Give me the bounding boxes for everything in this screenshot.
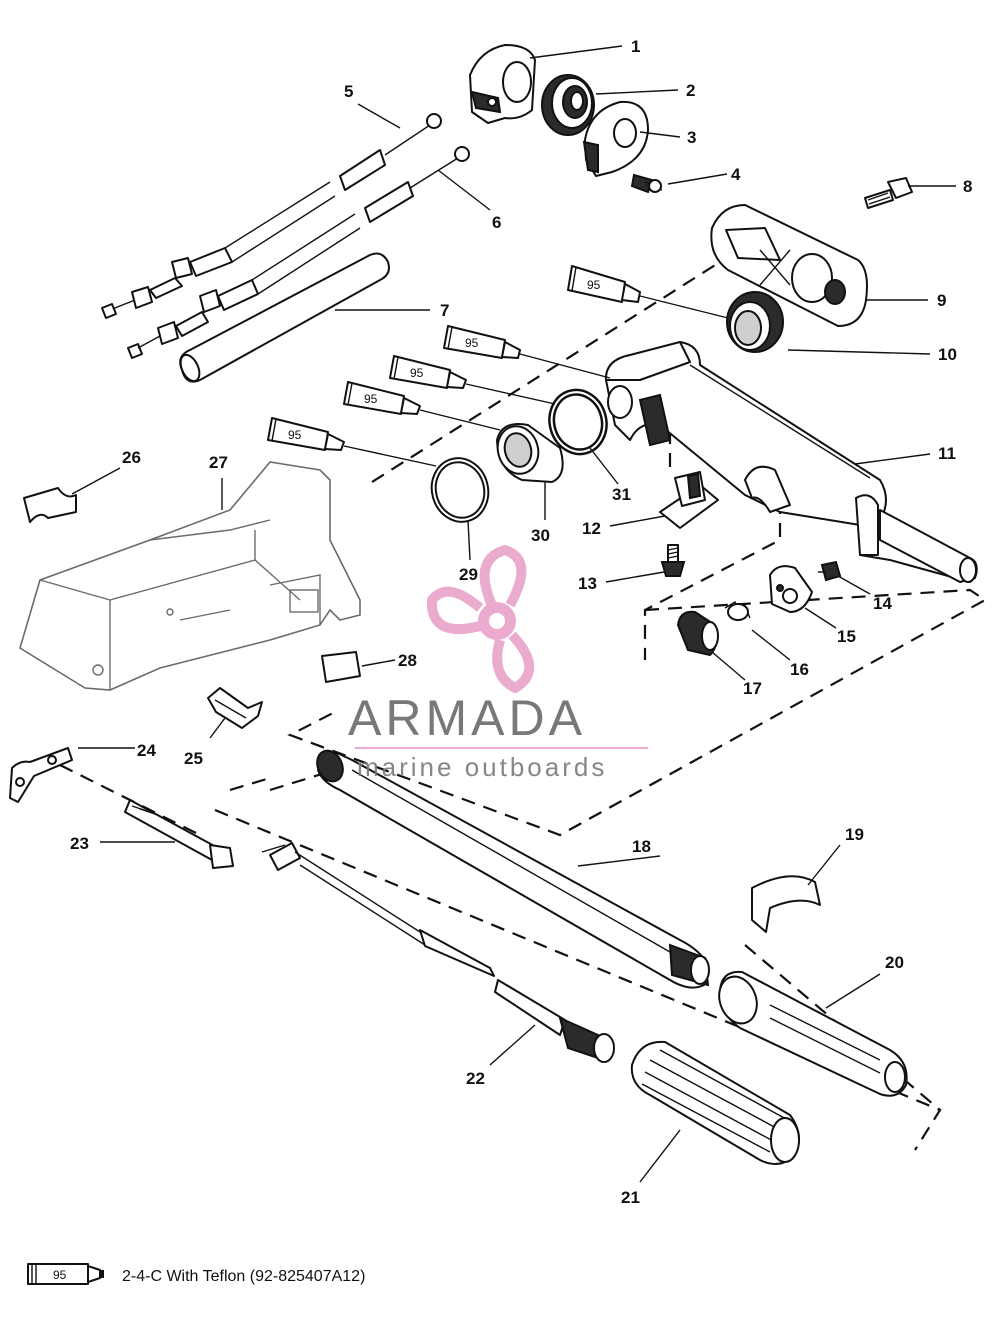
callout-5: 5 bbox=[344, 82, 353, 101]
callout-27: 27 bbox=[209, 453, 228, 472]
part-22-wire-harness bbox=[261, 842, 615, 1063]
callout-19: 19 bbox=[845, 825, 864, 844]
watermark-tagline: marine outboards bbox=[357, 752, 607, 782]
callout-14: 14 bbox=[873, 594, 892, 613]
part-26-pad bbox=[23, 487, 77, 523]
callout-2: 2 bbox=[686, 81, 695, 100]
part-18-shaft bbox=[316, 749, 710, 989]
part-23-long-bolt bbox=[124, 799, 234, 869]
part-30-bushing bbox=[496, 423, 564, 483]
callout-24: 24 bbox=[137, 741, 156, 760]
lubricant-tube-2: 95 bbox=[443, 325, 611, 379]
part-15-clip bbox=[769, 565, 813, 613]
callout-11: 11 bbox=[938, 444, 956, 463]
armada-watermark: ARMADA marine outboards bbox=[348, 545, 648, 782]
callout-1: 1 bbox=[631, 37, 640, 56]
callout-31: 31 bbox=[612, 485, 631, 504]
legend-tube-label: 95 bbox=[53, 1268, 67, 1282]
part-1-cable-clamp bbox=[469, 44, 536, 124]
callout-6: 6 bbox=[492, 213, 501, 232]
callout-20: 20 bbox=[885, 953, 904, 972]
callout-29: 29 bbox=[459, 565, 478, 584]
callout-3: 3 bbox=[687, 128, 696, 147]
lubricant-tube-5: 95 bbox=[267, 417, 437, 467]
legend: 95 2-4-C With Teflon (92-825407A12) bbox=[27, 1263, 365, 1285]
part-29-seal-ring bbox=[430, 457, 490, 523]
callout-12: 12 bbox=[582, 519, 601, 538]
part-27-tiller-housing bbox=[19, 461, 361, 691]
lubricant-tube-label: 95 bbox=[364, 392, 378, 406]
part-11-tiller-bracket bbox=[604, 341, 978, 583]
part-10-bushing bbox=[726, 291, 784, 353]
callout-22: 22 bbox=[466, 1069, 485, 1088]
part-28-rubber-pad bbox=[321, 651, 361, 683]
callout-numbers: 1 2 3 4 5 6 7 8 9 10 11 12 13 14 15 16 1… bbox=[70, 37, 972, 1207]
part-16-spring bbox=[724, 600, 751, 621]
part-31-washer bbox=[548, 388, 608, 456]
part-3-retainer-plate bbox=[582, 100, 649, 177]
callout-16: 16 bbox=[790, 660, 809, 679]
part-20-throttle-grip bbox=[718, 970, 908, 1097]
callout-25: 25 bbox=[184, 749, 203, 768]
lubricant-tube-4: 95 bbox=[343, 381, 501, 431]
callout-17: 17 bbox=[743, 679, 762, 698]
callout-8: 8 bbox=[963, 177, 972, 196]
leader-lines bbox=[71, 45, 956, 1183]
part-13-screw bbox=[660, 544, 686, 577]
part-17-knob bbox=[676, 610, 719, 657]
part-14-screw bbox=[818, 560, 842, 582]
part-12-mount-bracket bbox=[659, 471, 719, 529]
part-21-handle-grip bbox=[630, 1040, 800, 1165]
part-9-cover-plate bbox=[710, 204, 868, 327]
callout-9: 9 bbox=[937, 291, 946, 310]
legend-text: 2-4-C With Teflon (92-825407A12) bbox=[122, 1268, 365, 1285]
callout-26: 26 bbox=[122, 448, 141, 467]
part-19-sleeve bbox=[751, 875, 821, 933]
callout-28: 28 bbox=[398, 651, 417, 670]
callout-4: 4 bbox=[731, 165, 741, 184]
lubricant-tube-1: 95 bbox=[567, 265, 729, 319]
lubricant-tube-label: 95 bbox=[288, 428, 302, 442]
callout-15: 15 bbox=[837, 627, 856, 646]
part-25-clip bbox=[207, 687, 263, 729]
lubricant-tube-label: 95 bbox=[587, 278, 601, 292]
lubricant-tube-label: 95 bbox=[465, 336, 479, 350]
propeller-icon bbox=[426, 545, 535, 693]
callout-18: 18 bbox=[632, 837, 651, 856]
callout-10: 10 bbox=[938, 345, 957, 364]
part-7-hose bbox=[179, 252, 390, 383]
part-6-throttle-cable bbox=[127, 146, 470, 359]
callout-13: 13 bbox=[578, 574, 597, 593]
part-24-bracket bbox=[9, 747, 73, 803]
part-4-screw bbox=[630, 173, 663, 194]
callout-7: 7 bbox=[440, 301, 449, 320]
callout-23: 23 bbox=[70, 834, 89, 853]
part-5-shift-cable bbox=[101, 113, 442, 319]
part-2-pulley-spool bbox=[541, 74, 595, 136]
lubricant-tube-3: 95 bbox=[389, 355, 556, 405]
callout-30: 30 bbox=[531, 526, 550, 545]
lubricant-tube-label: 95 bbox=[410, 366, 424, 380]
callout-21: 21 bbox=[621, 1188, 640, 1207]
watermark-brand: ARMADA bbox=[348, 690, 586, 746]
part-8-bolt bbox=[864, 177, 913, 209]
